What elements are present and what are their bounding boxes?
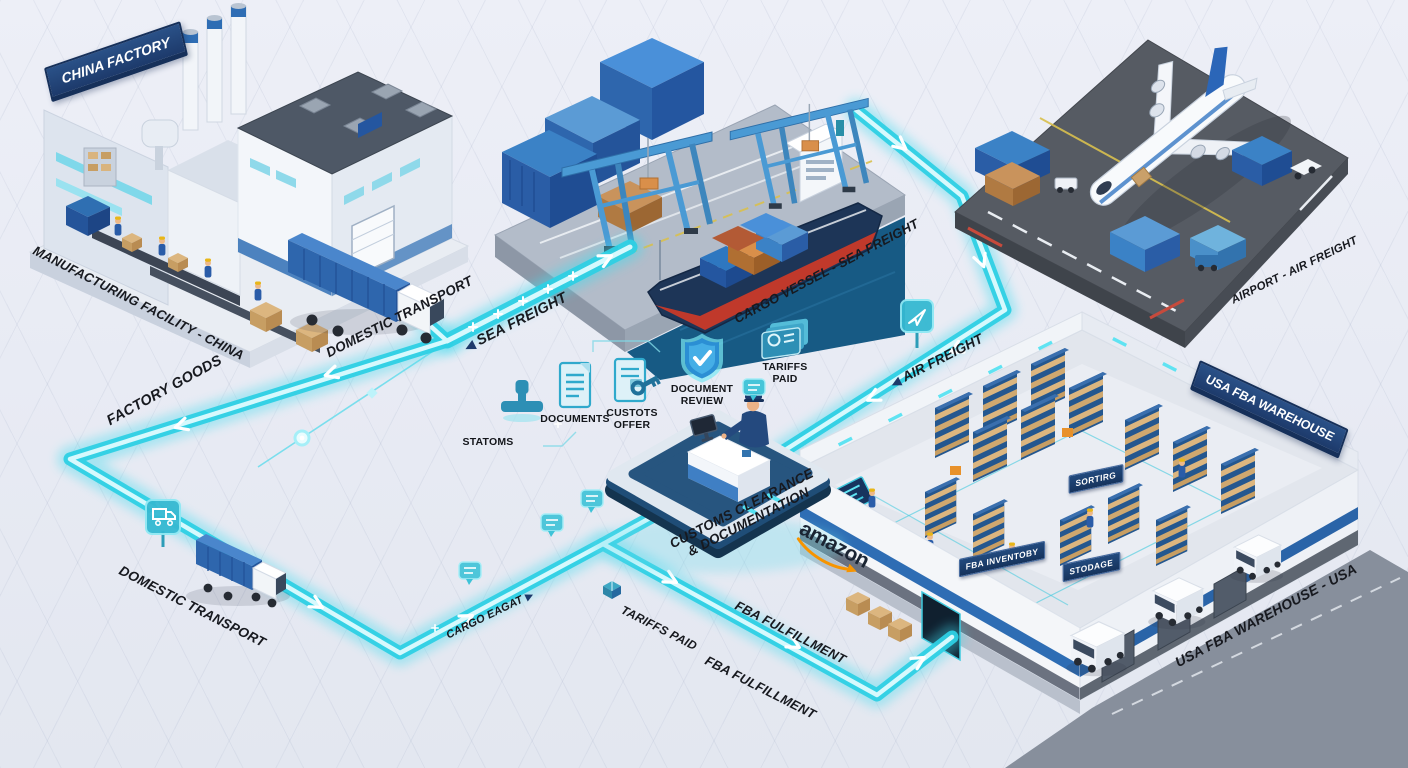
- factory-scene: [28, 3, 470, 368]
- customs-offer-icon: [613, 357, 661, 403]
- shield-check-icon: [681, 333, 723, 383]
- chat-sign-icon: [540, 513, 564, 537]
- plane-sign-icon: [900, 299, 934, 348]
- truck-sign-icon: [145, 499, 181, 547]
- tariffs-paid-icon-label: TARIFFS PAID: [762, 361, 808, 385]
- thin-guides: [543, 340, 661, 447]
- document-review-label: DOCUMENT REVIEW: [670, 383, 734, 407]
- port-scene: [494, 38, 906, 380]
- machines: [66, 147, 117, 236]
- tariff-cards-icon: [761, 318, 808, 360]
- air-freight-path: [770, 98, 1017, 464]
- amazon-smile-icon: [796, 537, 857, 573]
- airport-ground-equipment: [975, 131, 1322, 272]
- factory-sign: [358, 112, 382, 138]
- stamp-icon: [501, 380, 543, 422]
- chat-bubble-icon: [742, 378, 766, 401]
- led-strips: [837, 337, 1328, 447]
- airport-scene: [954, 39, 1349, 348]
- package-icon: [603, 581, 621, 599]
- stamp-label: STATOMS: [462, 436, 514, 448]
- factory-boxes: [122, 233, 328, 352]
- chimneys: [182, 3, 247, 131]
- warehouse-road: [1005, 550, 1408, 768]
- customs-offer-label: CUSTOTS OFFER: [606, 407, 658, 431]
- node-diamond-icon: [366, 387, 378, 399]
- domestic-truck-2: [186, 534, 290, 608]
- customs-platform: [590, 393, 846, 573]
- deck-containers: [700, 213, 808, 288]
- sea-freight-arrow-icon: ◀: [462, 337, 478, 355]
- chat-sign-icon: [580, 489, 604, 513]
- amazon-logo: amazon: [791, 517, 873, 582]
- factory-windows: [250, 158, 420, 205]
- documents-label: DOCUMENTS: [540, 413, 610, 425]
- airplane: [1089, 46, 1258, 206]
- outside-pallets: [846, 592, 912, 642]
- desk-monitor: [689, 414, 718, 442]
- domestic-truck-1: [288, 233, 446, 344]
- chat-sign-icon: [458, 561, 482, 585]
- cargo-arrow-icon: ▶: [523, 589, 535, 602]
- customs-officer: [721, 393, 769, 448]
- document-icon: [558, 361, 592, 409]
- cargo-ship: [647, 120, 883, 334]
